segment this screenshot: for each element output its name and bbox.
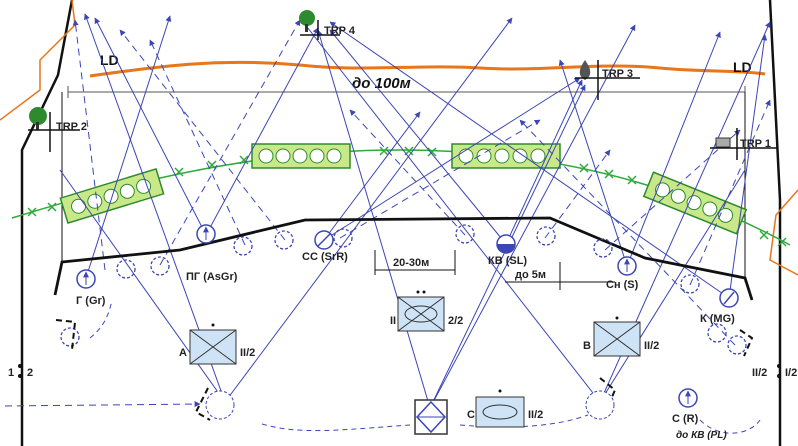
trp2: TRP 2 (28, 107, 87, 152)
minefield-box-3 (451, 143, 561, 169)
trp2-label: TRP 2 (56, 121, 87, 133)
dashed-hex-right (585, 390, 615, 420)
position-sl: КВ (SL) (488, 234, 527, 267)
label-srr: СС (SrR) (302, 251, 348, 263)
unit-center-right: 2/2 (448, 315, 463, 327)
dashed-hex-left (205, 390, 235, 420)
dimension-5m: до 5м (505, 262, 615, 290)
position-r: С (R) (672, 388, 699, 425)
boundary-left-1: 1 (8, 367, 14, 379)
boundary-right-1: II/2 (752, 367, 767, 379)
label-s: Сн (S) (606, 279, 639, 291)
ld-left-label: LD (100, 52, 119, 68)
minefield-box-4 (642, 171, 748, 235)
trp1-label: TRP 1 (740, 138, 771, 150)
label-sl: КВ (SL) (488, 255, 527, 267)
unit-c-frac: II/2 (528, 409, 543, 421)
trp3: TRP 3 (575, 60, 640, 100)
unit-center: II 2/2 (390, 290, 463, 332)
unit-a-letter: A (179, 347, 187, 359)
boundary-right: II/2 I/2 (752, 364, 797, 379)
label-asgr: ПГ (AsGr) (186, 271, 238, 283)
trp1: TRP 1 (710, 128, 778, 160)
unit-center-left: II (390, 315, 396, 327)
corner-frames (55, 319, 754, 421)
label-gr: Г (Gr) (76, 295, 106, 307)
unit-b-frac: II/2 (644, 340, 659, 352)
position-mg: К (MG) (700, 288, 739, 325)
pl-label: до КВ (PL) (676, 430, 727, 441)
trp4: TRP 4 (299, 10, 356, 40)
label-mg: К (MG) (700, 313, 735, 325)
distance-100-label: до 100м (352, 75, 411, 92)
dimension-20-30: 20-30м (374, 250, 456, 275)
trp4-label: TRP 4 (324, 25, 356, 37)
unit-a: A II/2 (179, 323, 255, 365)
line-of-departure (89, 60, 766, 78)
label-r: С (R) (672, 413, 699, 425)
minefield-box-2 (251, 143, 351, 169)
trench-line (53, 216, 754, 301)
unit-c: C II/2 (467, 389, 543, 428)
boundary-right-2: I/2 (785, 367, 797, 379)
position-gr: Г (Gr) (76, 269, 106, 307)
alternate-positions (60, 224, 747, 355)
unit-a-frac: II/2 (240, 347, 255, 359)
ld-right-label: LD (733, 59, 752, 75)
dim-5m-label: до 5м (515, 269, 546, 281)
unit-c-letter: C (467, 409, 475, 421)
boundary-left-2: 2 (27, 367, 33, 379)
unit-b: B II/2 (583, 316, 659, 357)
command-post (414, 399, 448, 435)
position-srr: СС (SrR) (302, 230, 348, 263)
distance-100m: до 100м (67, 75, 746, 98)
boundary-left: 1 2 (8, 364, 33, 379)
unit-b-letter: B (583, 340, 591, 352)
movement-path (89, 299, 761, 434)
position-s: Сн (S) (606, 256, 639, 291)
fire-sectors (59, 13, 771, 409)
trp3-label: TRP 3 (602, 68, 633, 80)
dim-20-30-label: 20-30м (393, 257, 429, 269)
position-asgr: ПГ (AsGr) (186, 224, 238, 283)
